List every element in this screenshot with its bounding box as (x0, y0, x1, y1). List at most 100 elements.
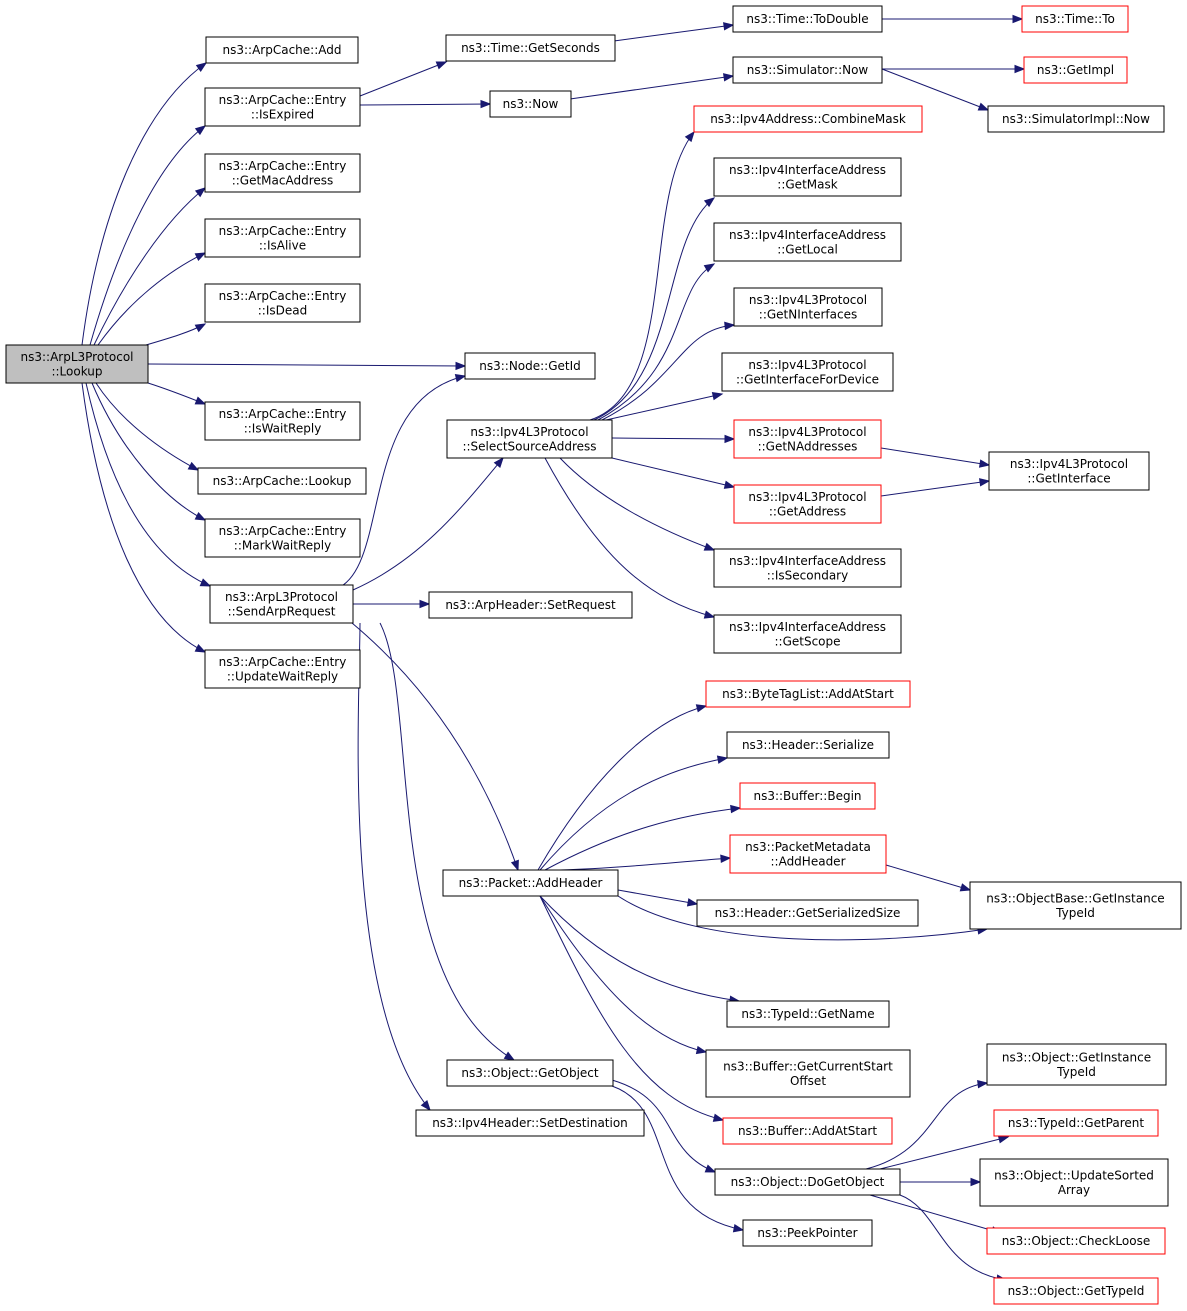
node-box (446, 1059, 614, 1087)
node-buffer-addatstart[interactable]: ns3::Buffer::AddAtStart (722, 1117, 893, 1145)
call-edge (357, 622, 431, 1111)
arrowhead-icon (703, 610, 716, 619)
node-label: ns3::ArpL3Protocol (225, 590, 338, 604)
node-object-checkloose[interactable]: ns3::Object::CheckLoose (986, 1227, 1166, 1255)
arrowhead-icon (703, 542, 716, 551)
node-selectsourceaddress[interactable]: ns3::Ipv4L3Protocol::SelectSourceAddress (446, 419, 613, 459)
node-packet-addheader[interactable]: ns3::Packet::AddHeader (442, 869, 619, 897)
node-label: ::SelectSourceAddress (462, 439, 596, 453)
node-node-getid[interactable]: ns3::Node::GetId (464, 352, 596, 380)
node-time-todouble[interactable]: ns3::Time::ToDouble (732, 5, 883, 33)
node-getaddress[interactable]: ns3::Ipv4L3Protocol::GetAddress (733, 484, 882, 524)
node-ifaddr-getscope[interactable]: ns3::Ipv4InterfaceAddress::GetScope (713, 614, 902, 654)
node-label: TypeId (1056, 1065, 1096, 1079)
arrowhead-icon (1012, 14, 1024, 24)
node-box (722, 1117, 893, 1145)
arrowhead-icon (194, 187, 207, 198)
arrowhead-icon (977, 1079, 989, 1089)
node-label: ns3::Object::DoGetObject (731, 1175, 885, 1189)
node-box (987, 105, 1165, 133)
arrowhead-icon (684, 130, 695, 143)
node-ifaddr-getlocal[interactable]: ns3::Ipv4InterfaceAddress::GetLocal (713, 222, 902, 262)
node-label: ::GetNInterfaces (759, 307, 857, 321)
node-getimpl[interactable]: ns3::GetImpl (1023, 56, 1128, 84)
node-simulator-now[interactable]: ns3::Simulator::Now (732, 56, 883, 84)
node-label: ns3::Packet::AddHeader (459, 876, 603, 890)
node-label: ns3::ArpCache::Entry (219, 289, 347, 303)
node-label: ::GetInterfaceForDevice (736, 372, 879, 386)
node-object-dogetobject[interactable]: ns3::Object::DoGetObject (714, 1168, 901, 1196)
node-ifaddr-getmask[interactable]: ns3::Ipv4InterfaceAddress::GetMask (713, 157, 902, 197)
node-entry-markwaitreply[interactable]: ns3::ArpCache::Entry::MarkWaitReply (204, 518, 361, 558)
node-label: ns3::ByteTagList::AddAtStart (722, 687, 894, 701)
node-time-to[interactable]: ns3::Time::To (1021, 5, 1129, 33)
call-edge (601, 324, 735, 421)
node-label: ns3::Ipv4L3Protocol (470, 425, 588, 439)
node-simulatorimpl-now[interactable]: ns3::SimulatorImpl::Now (987, 105, 1165, 133)
node-ns3-now[interactable]: ns3::Now (489, 90, 572, 118)
node-entry-updatewaitreply[interactable]: ns3::ArpCache::Entry::UpdateWaitReply (204, 649, 361, 689)
arrowhead-icon (194, 323, 207, 333)
node-combinemask[interactable]: ns3::Ipv4Address::CombineMask (693, 105, 923, 133)
node-arpcache-lookup[interactable]: ns3::ArpCache::Lookup (197, 467, 367, 495)
node-ipv4header-setdestination[interactable]: ns3::Ipv4Header::SetDestination (415, 1109, 645, 1137)
node-time-getseconds[interactable]: ns3::Time::GetSeconds (445, 34, 616, 62)
node-box (205, 36, 359, 64)
node-label: ns3::Ipv4L3Protocol (748, 358, 866, 372)
node-header-getserializedsize[interactable]: ns3::Header::GetSerializedSize (696, 899, 919, 927)
node-buffer-begin[interactable]: ns3::Buffer::Begin (739, 782, 876, 810)
node-bytetaglist-addatstart[interactable]: ns3::ByteTagList::AddAtStart (705, 680, 911, 708)
node-label: ::IsDead (258, 303, 307, 317)
node-label: ::Lookup (51, 364, 102, 378)
node-box (726, 731, 890, 759)
node-arpcache-add[interactable]: ns3::ArpCache::Add (205, 36, 359, 64)
call-edge (611, 1079, 716, 1173)
node-label: ::UpdateWaitReply (227, 669, 338, 683)
node-getninterfaces[interactable]: ns3::Ipv4L3Protocol::GetNInterfaces (733, 287, 883, 327)
node-entry-getmac[interactable]: ns3::ArpCache::Entry::GetMacAddress (204, 153, 361, 193)
call-edge (85, 382, 211, 587)
node-packetmetadata-addheader[interactable]: ns3::PacketMetadata::AddHeader (729, 834, 887, 874)
node-box (428, 591, 633, 619)
node-entry-isdead[interactable]: ns3::ArpCache::Entry::IsDead (204, 283, 361, 323)
node-label: ns3::Buffer::AddAtStart (738, 1124, 877, 1138)
node-getinterface[interactable]: ns3::Ipv4L3Protocol::GetInterface (988, 451, 1150, 491)
node-label: ns3::ObjectBase::GetInstance (986, 891, 1164, 905)
node-label: ::GetMacAddress (232, 173, 334, 187)
node-entry-isexpired[interactable]: ns3::ArpCache::Entry::IsExpired (204, 87, 361, 127)
node-label: ns3::Time::GetSeconds (461, 41, 600, 55)
node-peekpointer[interactable]: ns3::PeekPointer (742, 1219, 873, 1247)
node-object-getobject[interactable]: ns3::Object::GetObject (446, 1059, 614, 1087)
node-box (696, 899, 919, 927)
node-box (464, 352, 596, 380)
node-typeid-getparent[interactable]: ns3::TypeId::GetParent (993, 1109, 1159, 1137)
node-ifaddr-issecondary[interactable]: ns3::Ipv4InterfaceAddress::IsSecondary (713, 548, 902, 588)
call-edge (91, 382, 206, 521)
node-label: Offset (790, 1074, 826, 1088)
node-object-gettypeid[interactable]: ns3::Object::GetTypeId (993, 1277, 1159, 1305)
node-box (1021, 5, 1129, 33)
call-edge (611, 457, 735, 488)
node-arpheader-setrequest[interactable]: ns3::ArpHeader::SetRequest (428, 591, 633, 619)
node-root[interactable]: ns3::ArpL3Protocol::Lookup (5, 344, 149, 384)
call-edge (611, 437, 735, 440)
node-label: ns3::Object::UpdateSorted (994, 1168, 1154, 1182)
arrowhead-icon (704, 1164, 717, 1173)
node-getinterfacefordevice[interactable]: ns3::Ipv4L3Protocol::GetInterfaceForDevi… (721, 352, 894, 392)
node-entry-iswaitreply[interactable]: ns3::ArpCache::Entry::IsWaitReply (204, 401, 361, 441)
node-label: ::GetInterface (1027, 471, 1110, 485)
node-getnaddresses[interactable]: ns3::Ipv4L3Protocol::GetNAddresses (733, 419, 882, 459)
call-edge (379, 622, 515, 1061)
node-label: ns3::Ipv4InterfaceAddress (729, 554, 886, 568)
node-entry-isalive[interactable]: ns3::ArpCache::Entry::IsAlive (204, 218, 361, 258)
node-box (446, 419, 613, 459)
call-edge (597, 263, 715, 421)
node-label: ns3::Node::GetId (479, 359, 581, 373)
node-header-serialize[interactable]: ns3::Header::Serialize (726, 731, 890, 759)
node-typeid-getname[interactable]: ns3::TypeId::GetName (726, 1000, 890, 1028)
node-sendarprequest[interactable]: ns3::ArpL3Protocol::SendArpRequest (209, 584, 354, 624)
